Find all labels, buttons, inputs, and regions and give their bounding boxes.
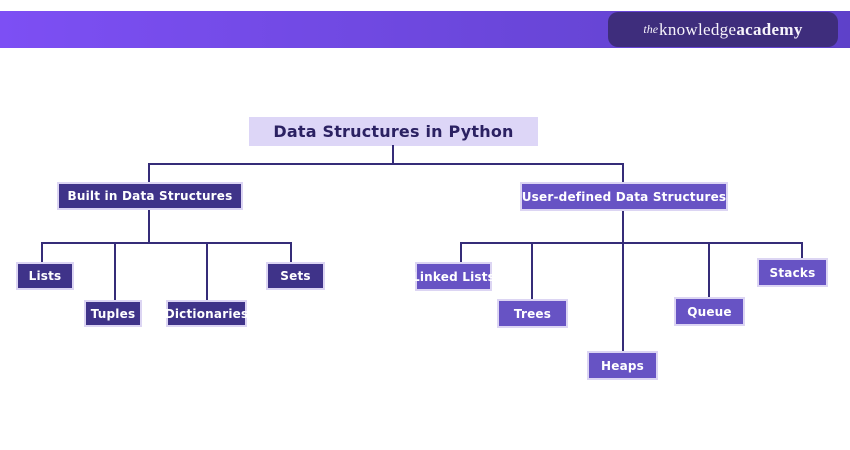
connector-line — [622, 211, 624, 351]
logo-text-academy: academy — [736, 19, 803, 39]
node-queue: Queue — [674, 297, 745, 326]
node-built-in-data-structures: Built in Data Structures — [57, 182, 243, 210]
connector-line — [41, 242, 292, 244]
logo-text-the: the — [643, 22, 659, 36]
connector-line — [148, 163, 624, 165]
connector-line — [622, 163, 624, 182]
connector-line — [392, 145, 394, 163]
connector-line — [114, 242, 116, 300]
connector-line — [460, 242, 803, 244]
node-dictionaries: Dictionaries — [165, 300, 248, 327]
node-user-defined-data-structures: User-defined Data Structures — [520, 182, 728, 211]
node-heaps: Heaps — [587, 351, 658, 380]
connector-line — [801, 242, 803, 258]
node-tuples: Tuples — [84, 300, 142, 327]
connector-line — [460, 242, 462, 262]
logo-text-knowledge: knowledge — [659, 19, 737, 39]
connector-line — [148, 163, 150, 182]
connector-line — [148, 210, 150, 244]
connector-line — [531, 242, 533, 299]
connector-line — [290, 242, 292, 262]
node-trees: Trees — [497, 299, 568, 328]
node-stacks: Stacks — [757, 258, 828, 287]
connector-line — [41, 242, 43, 262]
connector-line — [708, 242, 710, 297]
node-sets: Sets — [266, 262, 325, 290]
connector-line — [206, 242, 208, 300]
node-lists: Lists — [16, 262, 74, 290]
diagram-title: Data Structures in Python — [249, 117, 538, 146]
node-linked-lists: Linked Lists — [412, 262, 495, 291]
